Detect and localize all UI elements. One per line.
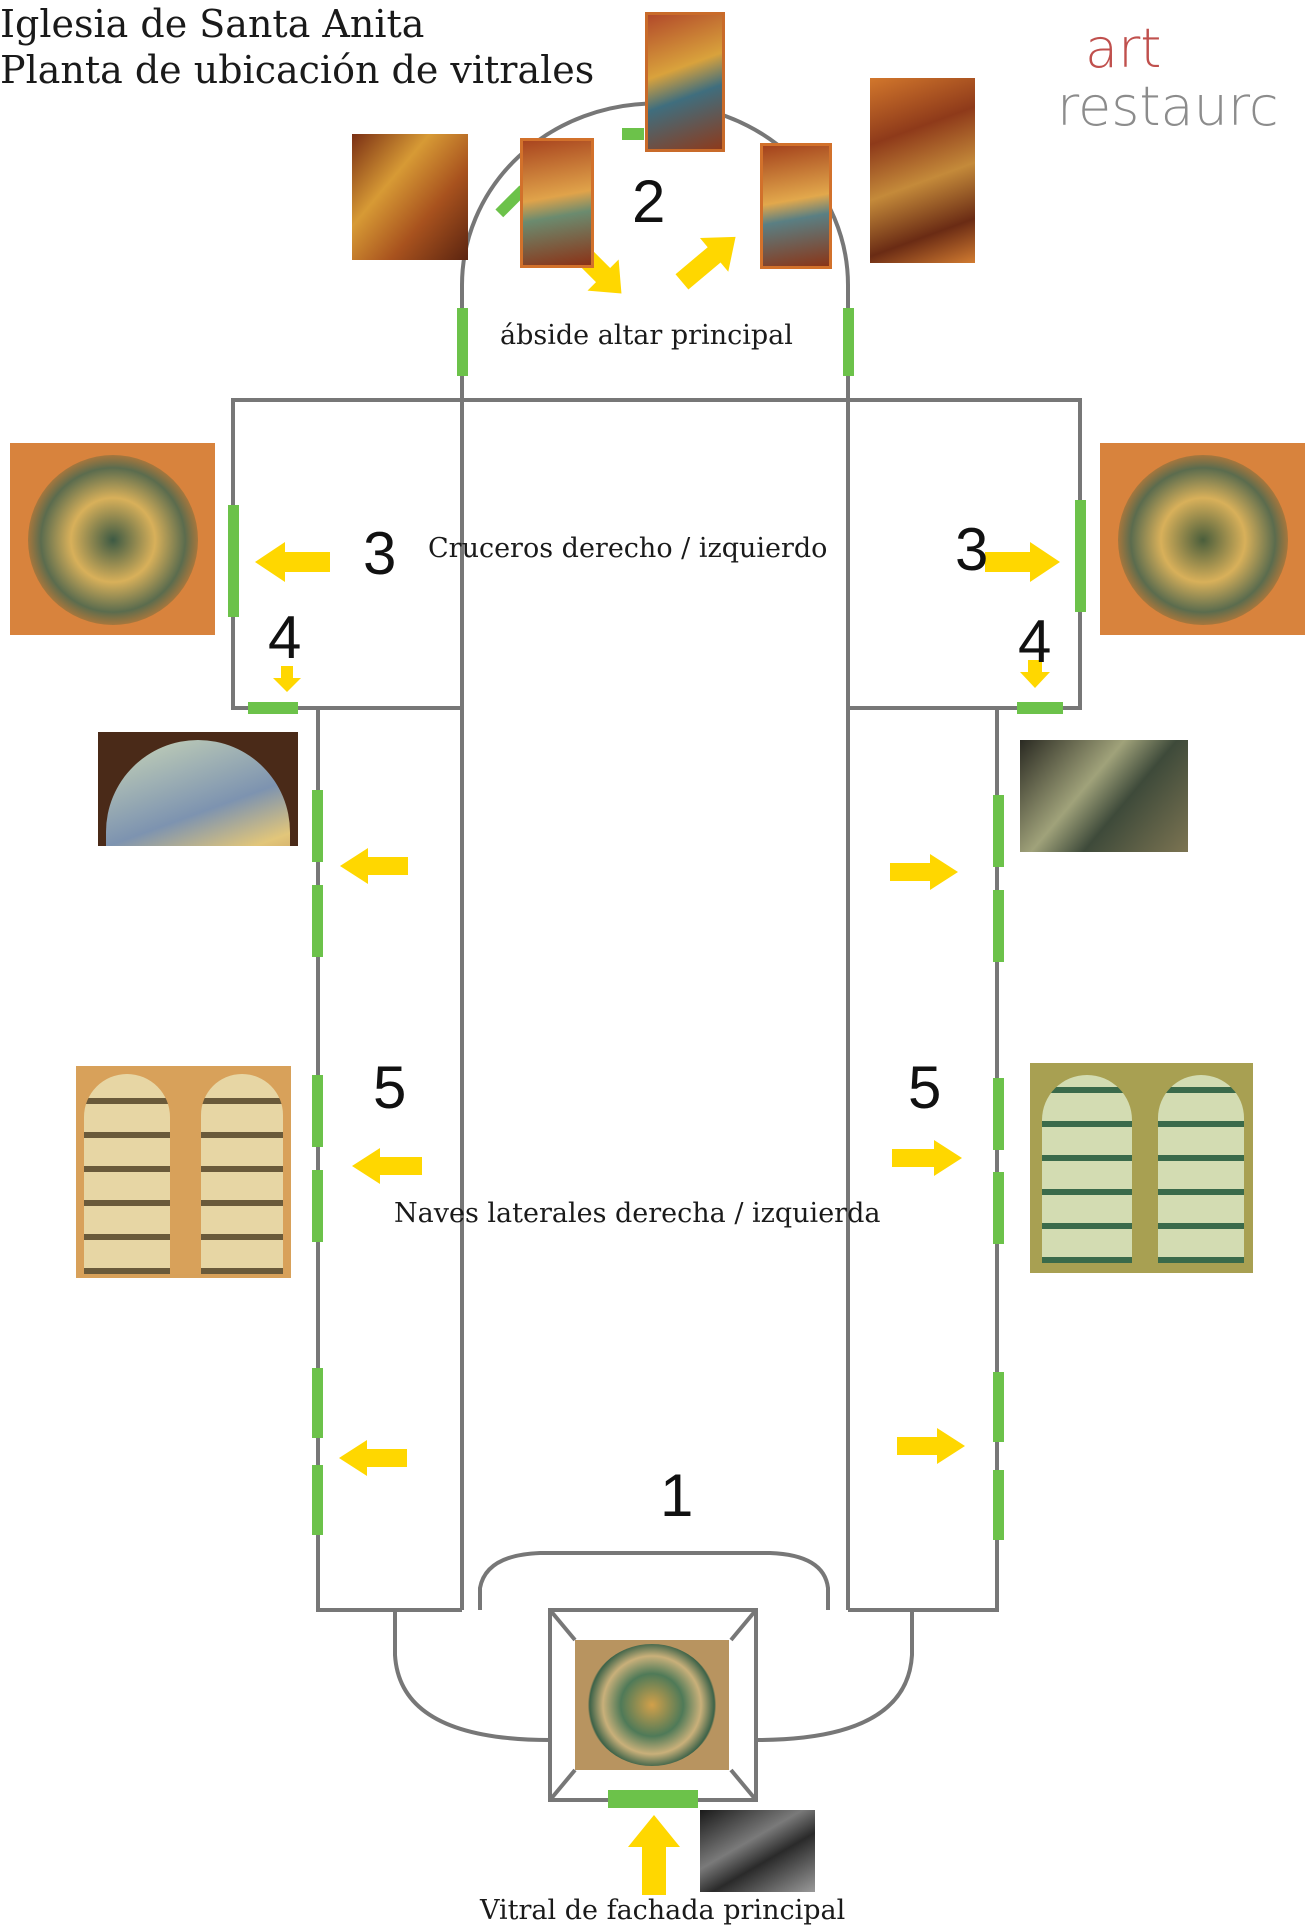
window-nave-right-1 bbox=[993, 795, 1004, 867]
marker-2: 2 bbox=[632, 168, 666, 235]
stained-glass-photo-rose-left bbox=[10, 443, 215, 635]
porch-diag-1 bbox=[548, 1608, 577, 1642]
outer-wall-left bbox=[231, 398, 462, 1612]
window-transept-left bbox=[228, 505, 239, 617]
stained-glass-photo-apse-top bbox=[645, 12, 725, 152]
marker-4-left: 4 bbox=[268, 604, 302, 671]
arrow-icon bbox=[273, 666, 301, 692]
logo-restaurc: restaurc bbox=[1057, 75, 1279, 138]
stained-glass-photo-apse-right-outer bbox=[870, 78, 975, 263]
walls bbox=[231, 101, 1082, 1802]
label-facade: Vitral de fachada principal bbox=[480, 1895, 846, 1926]
label-apse: ábside altar principal bbox=[500, 320, 793, 351]
arrow-icon bbox=[890, 854, 958, 890]
choir-loft bbox=[478, 1551, 830, 1610]
window-nave-left-3 bbox=[312, 1075, 323, 1147]
window-apse-left-curve bbox=[495, 185, 528, 218]
porch-diag-2 bbox=[729, 1608, 758, 1642]
window-nave-left-4 bbox=[312, 1170, 323, 1242]
logo-art: art bbox=[1085, 17, 1162, 80]
window-nave-right-6 bbox=[993, 1470, 1004, 1540]
arrow-icon bbox=[352, 1148, 422, 1184]
marker-5-left: 5 bbox=[373, 1054, 407, 1121]
marker-1: 1 bbox=[660, 1462, 694, 1529]
label-transepts: Cruceros derecho / izquierdo bbox=[428, 533, 828, 564]
stained-glass-photo-apse-left bbox=[520, 138, 594, 268]
window-apse-right bbox=[843, 308, 854, 376]
arrow-icon bbox=[892, 1140, 962, 1176]
window-transept-right-bottom bbox=[1017, 702, 1063, 714]
porch-diag-4 bbox=[729, 1768, 758, 1802]
window-transept-right bbox=[1075, 500, 1086, 612]
window-nave-right-2 bbox=[993, 890, 1004, 962]
stained-glass-photo-facade-rose bbox=[575, 1640, 729, 1770]
stained-glass-photo-apse-left-outer bbox=[352, 134, 468, 260]
window-facade bbox=[608, 1790, 698, 1808]
window-nave-left-1 bbox=[312, 790, 323, 862]
stained-glass-photo-nave-right bbox=[1030, 1063, 1253, 1273]
porch-diag-3 bbox=[548, 1768, 577, 1802]
window-transept-left-bottom bbox=[248, 702, 298, 714]
stained-glass-photo-apse-right bbox=[760, 143, 832, 269]
stained-glass-photo-facade-detail bbox=[700, 1810, 815, 1892]
porch-right bbox=[755, 1610, 914, 1742]
stained-glass-photo-nave-left bbox=[76, 1066, 291, 1278]
arrow-icon bbox=[340, 848, 408, 884]
marker-4-right: 4 bbox=[1018, 608, 1052, 675]
arrow-icon bbox=[339, 1440, 407, 1476]
marker-3-right: 3 bbox=[955, 516, 989, 583]
porch-left bbox=[393, 1610, 551, 1742]
window-nave-left-2 bbox=[312, 885, 323, 957]
stained-glass-photo-lunette-left bbox=[98, 732, 298, 846]
marker-3-left: 3 bbox=[363, 520, 397, 587]
arrows bbox=[255, 236, 1060, 1895]
arrow-icon bbox=[255, 542, 330, 582]
arrow-icon bbox=[897, 1428, 965, 1464]
title-line-1: Iglesia de Santa Anita bbox=[0, 2, 425, 46]
window-nave-right-3 bbox=[993, 1078, 1004, 1150]
window-apse-left bbox=[457, 308, 468, 376]
arrow-icon bbox=[1020, 660, 1050, 688]
window-nave-left-5 bbox=[312, 1368, 323, 1438]
window-nave-right-5 bbox=[993, 1372, 1004, 1442]
marker-5-right: 5 bbox=[908, 1054, 942, 1121]
arrow-icon bbox=[985, 542, 1060, 582]
window-apse-top bbox=[622, 128, 644, 140]
arrow-icon bbox=[675, 236, 736, 290]
title-line-2: Planta de ubicación de vitrales bbox=[0, 48, 595, 92]
stained-glass-photo-rose-right bbox=[1100, 443, 1305, 635]
label-naves: Naves laterales derecha / izquierda bbox=[394, 1198, 881, 1229]
window-nave-left-6 bbox=[312, 1465, 323, 1535]
window-nave-right-4 bbox=[993, 1172, 1004, 1244]
window-markers bbox=[228, 128, 1086, 1808]
arrow-icon bbox=[628, 1815, 680, 1895]
stained-glass-photo-lunette-right bbox=[1020, 740, 1188, 852]
